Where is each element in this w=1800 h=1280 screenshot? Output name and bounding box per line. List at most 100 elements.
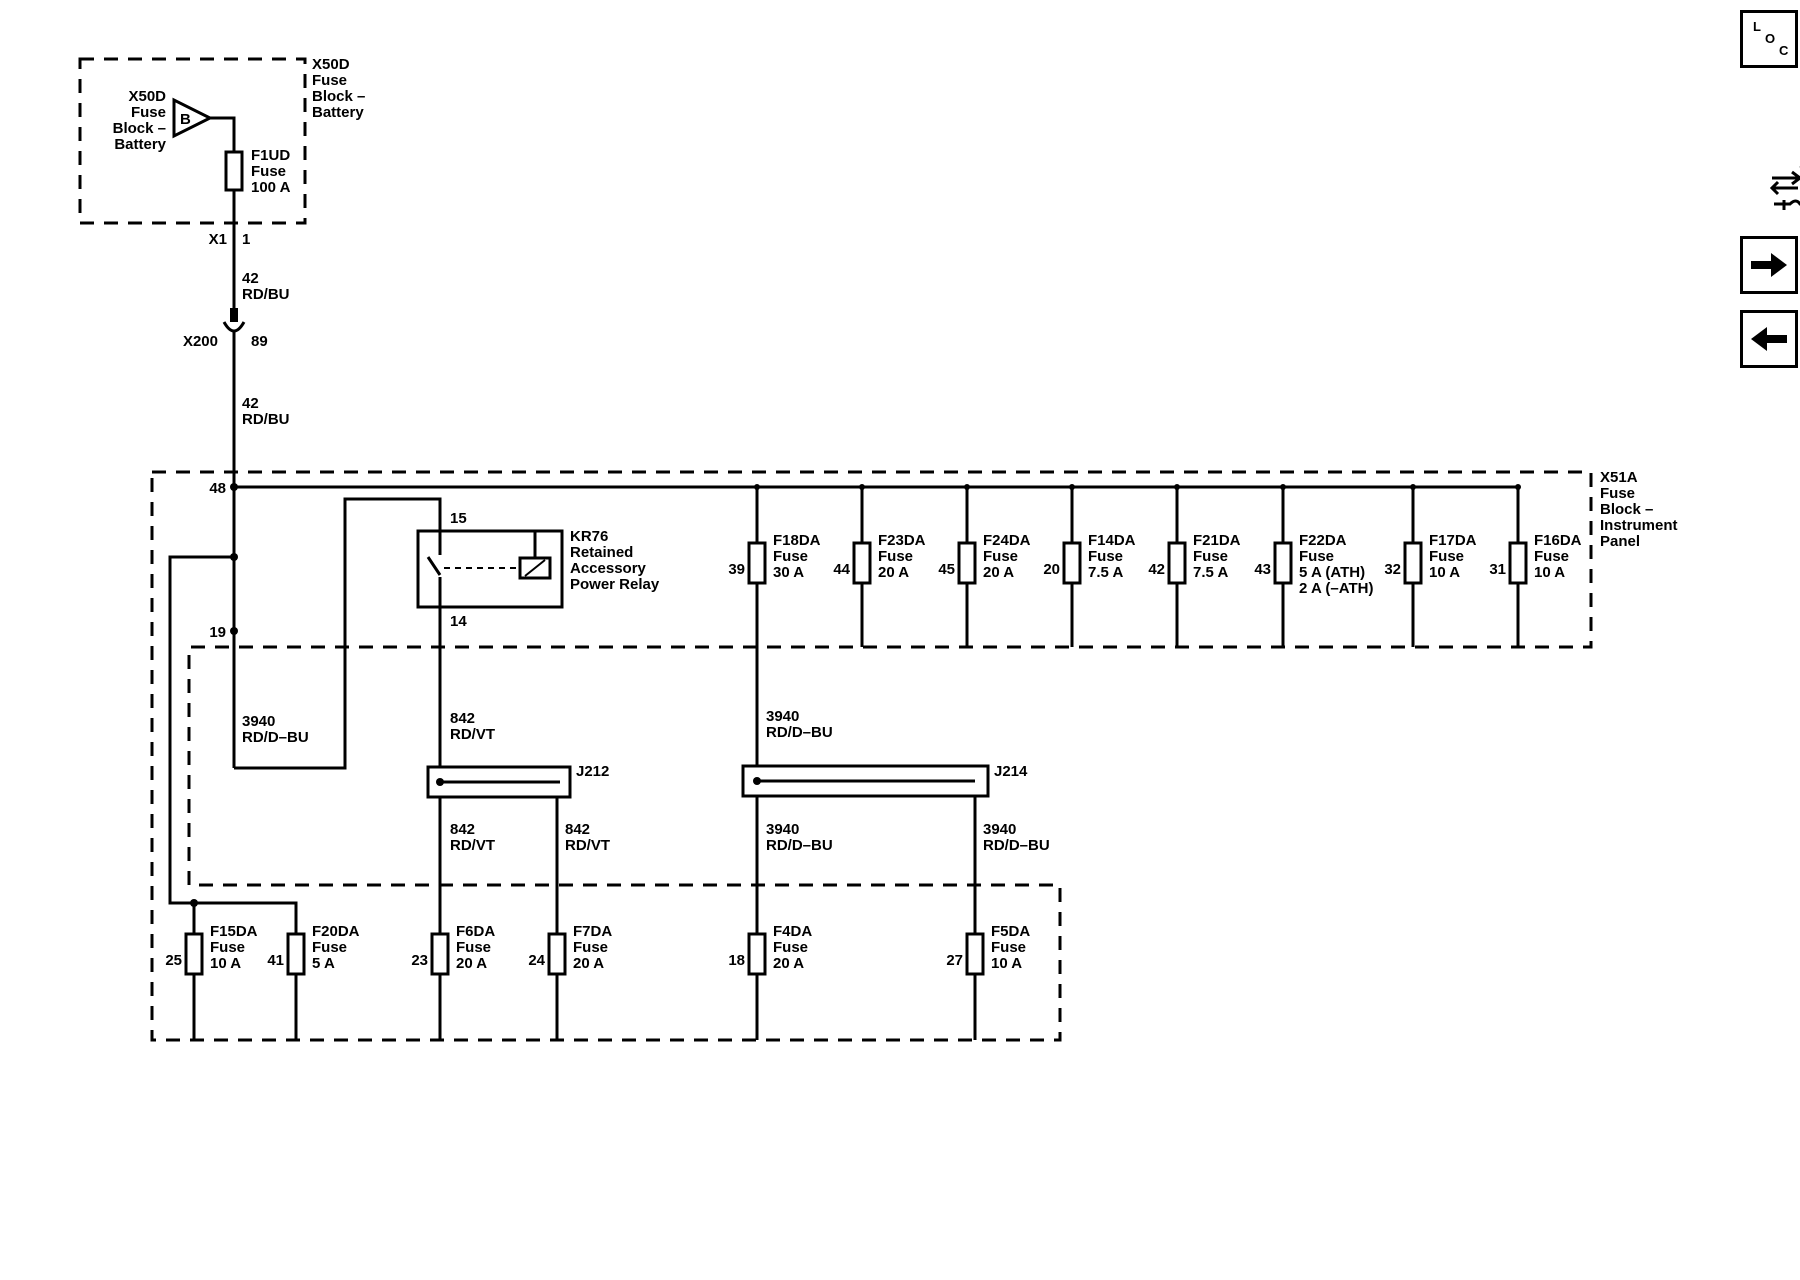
fuse-f15da-pin: 25 (165, 952, 182, 969)
svg-text:3940: 3940 (766, 821, 799, 838)
bus-node-f16da (1515, 484, 1521, 490)
relay-pin-15: 15 (450, 510, 467, 527)
svg-text:Block –: Block – (1600, 501, 1653, 518)
fuse-f20da-label-1: Fuse (312, 939, 347, 956)
fuse-f24da-label-1: Fuse (983, 548, 1018, 565)
fuse-f15da (184, 932, 204, 976)
battery-source-letter: B (180, 111, 191, 128)
bus-node-f22da (1280, 484, 1286, 490)
bus-node-f23da (859, 484, 865, 490)
fuse-f22da (1273, 541, 1293, 585)
fuse-f17da (1403, 541, 1423, 585)
wire-3940-left-label: 3940 RD/D–BU (242, 713, 309, 746)
svg-text:Block –: Block – (113, 120, 166, 137)
fuse-f7da (547, 932, 567, 976)
fuse-f14da-label-1: Fuse (1088, 548, 1123, 565)
svg-text:Accessory: Accessory (570, 560, 647, 577)
svg-text:Battery: Battery (312, 104, 364, 121)
svg-text:Instrument: Instrument (1600, 517, 1678, 534)
fuse-f16da (1508, 541, 1528, 585)
fuse-f5da-pin: 27 (946, 952, 963, 969)
fuse-f4da (747, 932, 767, 976)
fuse-f6da-label-1: Fuse (456, 939, 491, 956)
loc-letter-l: L (1753, 19, 1761, 34)
fuse-f21da (1167, 541, 1187, 585)
next-page-button[interactable] (1740, 236, 1798, 294)
x50d-fuse-block-outline (78, 57, 307, 225)
svg-text:3940: 3940 (766, 708, 799, 725)
location-view-button[interactable]: L O C (1740, 10, 1798, 68)
fuse-f17da-pin: 32 (1384, 561, 1401, 578)
fuse-f5da (965, 932, 985, 976)
fuse-f6da-label-2: 20 A (456, 955, 487, 972)
wire-42-upper-label: 42 RD/BU (242, 270, 290, 303)
svg-text:Battery: Battery (114, 136, 166, 153)
svg-text:RD/VT: RD/VT (450, 837, 495, 854)
fuse-f24da-pin: 45 (938, 561, 955, 578)
connector-view-icon[interactable] (1770, 160, 1800, 216)
wire-42-lower-label: 42 RD/BU (242, 395, 290, 428)
fuse-f22da-pin: 43 (1254, 561, 1271, 578)
connector-x200-pin-number: 89 (251, 333, 268, 350)
wire-3940-j214-right-label: 3940 RD/D–BU (983, 821, 1050, 854)
fuse-f7da-label-0: F7DA (573, 923, 612, 940)
fuse-f16da-label-2: 10 A (1534, 564, 1565, 581)
fuse-f24da-label-2: 20 A (983, 564, 1014, 581)
fuse-f15da-label-0: F15DA (210, 923, 258, 940)
connector-x200-pin (230, 308, 238, 322)
fuse-f14da-label-2: 7.5 A (1088, 564, 1123, 581)
bus-node-f18da (754, 484, 760, 490)
svg-text:RD/BU: RD/BU (242, 286, 290, 303)
svg-text:42: 42 (242, 395, 259, 412)
wire-842-right-label: 842 RD/VT (565, 821, 610, 854)
svg-text:42: 42 (242, 270, 259, 287)
fuse-f15da-label-1: Fuse (210, 939, 245, 956)
fuse-f6da-label-0: F6DA (456, 923, 495, 940)
svg-text:Fuse: Fuse (1600, 485, 1635, 502)
fuse-f1ud-label: F1UD Fuse 100 A (251, 147, 291, 196)
fuse-f4da-label-1: Fuse (773, 939, 808, 956)
fuse-f6da-pin: 23 (411, 952, 428, 969)
relay-pin-14: 14 (450, 613, 467, 630)
fuse-f4da-label-0: F4DA (773, 923, 812, 940)
svg-text:Fuse: Fuse (251, 163, 286, 180)
svg-text:Fuse: Fuse (312, 72, 347, 89)
previous-page-button[interactable] (1740, 310, 1798, 368)
svg-text:Fuse: Fuse (131, 104, 166, 121)
svg-text:3940: 3940 (242, 713, 275, 730)
svg-text:X50D: X50D (312, 56, 350, 73)
fuse-f6da (430, 932, 450, 976)
wire-842-top-label: 842 RD/VT (450, 710, 495, 743)
connector-x1-label: X1 (209, 231, 227, 248)
svg-text:Power Relay: Power Relay (570, 576, 660, 593)
fuse-f20da-label-2: 5 A (312, 955, 335, 972)
internal-left-bus (168, 555, 298, 934)
svg-text:Retained: Retained (570, 544, 633, 561)
battery-source-triangle (172, 97, 214, 139)
bus-node-f14da (1069, 484, 1075, 490)
svg-text:842: 842 (450, 821, 475, 838)
svg-text:RD/D–BU: RD/D–BU (983, 837, 1050, 854)
fuse-f16da-pin: 31 (1489, 561, 1506, 578)
fuse-f23da-pin: 44 (833, 561, 850, 578)
fuse-f16da-label-1: Fuse (1534, 548, 1569, 565)
bus-node-f21da (1174, 484, 1180, 490)
fuse-f22da-label-1: Fuse (1299, 548, 1334, 565)
fuse-f4da-label-2: 20 A (773, 955, 804, 972)
fuse-f14da-pin: 20 (1043, 561, 1060, 578)
svg-text:Block –: Block – (312, 88, 365, 105)
fuse-f18da-label-1: Fuse (773, 548, 808, 565)
svg-text:842: 842 (450, 710, 475, 727)
x50d-feed-wire (210, 116, 236, 152)
svg-text:RD/VT: RD/VT (565, 837, 610, 854)
wire-3940-mid-label: 3940 RD/D–BU (766, 708, 833, 741)
fuse-f1ud (224, 150, 244, 192)
loc-letter-c: C (1779, 43, 1789, 58)
fuse-f24da (957, 541, 977, 585)
fuse-f5da-label-1: Fuse (991, 939, 1026, 956)
svg-text:RD/D–BU: RD/D–BU (766, 837, 833, 854)
fuse-f7da-label-2: 20 A (573, 955, 604, 972)
connector-x1-pin: 1 (242, 231, 250, 248)
